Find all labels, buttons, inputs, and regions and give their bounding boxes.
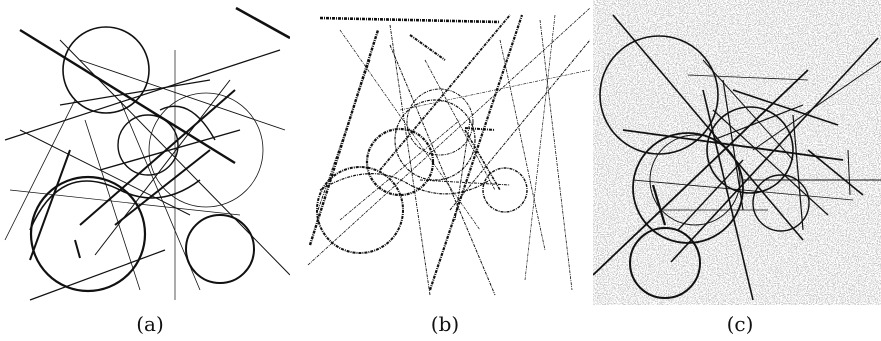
line-b9 (449, 39, 590, 211)
line-a12 (59, 79, 211, 106)
line-b10 (539, 19, 573, 291)
line-b2 (308, 29, 380, 246)
circle-a5 (185, 214, 255, 284)
circle-c4 (706, 106, 794, 194)
circle-b1 (394, 99, 476, 181)
line-c9 (687, 74, 809, 81)
line-c14 (677, 159, 744, 231)
line-c8 (632, 179, 854, 201)
line-b6 (389, 44, 496, 296)
circle-a4 (29, 175, 147, 293)
panel-c-canvas (593, 0, 881, 305)
caption-c: (c) (726, 312, 754, 336)
panel-a-canvas (4, 6, 290, 301)
line-a13 (19, 129, 191, 216)
line-c16 (752, 60, 881, 151)
panel-b-canvas (307, 7, 590, 296)
line-c13 (807, 149, 864, 196)
line-a9 (79, 89, 236, 226)
line-b21 (464, 127, 496, 131)
line-a15 (84, 119, 141, 291)
line-a10 (94, 79, 231, 256)
circle-c5 (752, 174, 810, 232)
line-a4 (29, 249, 166, 301)
circle-c1 (599, 35, 719, 155)
line-a1 (19, 28, 236, 165)
line-c11 (712, 104, 804, 141)
line-a18 (74, 239, 81, 259)
line-b4 (317, 59, 371, 211)
line-c17 (792, 114, 804, 231)
panel-c-noisy-shapes (593, 0, 881, 305)
line-a8 (29, 149, 71, 261)
line-c1 (612, 14, 804, 241)
arc-b1 (319, 173, 491, 195)
line-c6 (732, 89, 839, 126)
circle-c6 (649, 134, 741, 226)
line-a3 (4, 49, 281, 141)
line-a7 (4, 99, 76, 241)
line-b3 (307, 7, 590, 266)
line-b8 (379, 14, 511, 171)
circle-c3 (629, 227, 701, 299)
line-c18 (847, 149, 851, 196)
line-b18 (399, 69, 590, 111)
circle-b4 (482, 167, 528, 213)
circle-a2 (148, 92, 264, 208)
line-a2 (235, 6, 290, 40)
line-b16 (454, 119, 471, 221)
panel-b-distorted-shapes (300, 0, 590, 305)
line-b15 (339, 29, 481, 231)
line-a11 (114, 149, 211, 226)
line-b14 (389, 24, 431, 296)
line-c2 (593, 69, 809, 276)
line-a6 (79, 59, 286, 131)
line-a14 (119, 99, 201, 291)
circle-a3 (117, 114, 179, 176)
line-c15 (651, 184, 667, 226)
line-b7 (428, 14, 524, 291)
line-b5 (409, 34, 446, 61)
circle-b2 (365, 127, 435, 197)
panel-a-clean-shapes (0, 0, 290, 305)
line-b11 (524, 14, 556, 281)
line-c19 (712, 109, 829, 216)
arc-a2 (159, 105, 216, 141)
line-b19 (464, 129, 501, 191)
line-c5 (702, 89, 754, 301)
line-b1 (319, 16, 501, 24)
line-c10 (702, 59, 794, 161)
line-b13 (424, 59, 496, 191)
line-a19 (9, 189, 241, 216)
line-b12 (499, 39, 546, 251)
caption-a: (a) (136, 312, 164, 336)
caption-b: (b) (430, 312, 460, 336)
noise-texture (593, 0, 881, 305)
circle-a1 (62, 26, 150, 114)
line-c7 (722, 79, 744, 211)
circle-b3 (316, 166, 404, 254)
line-a17 (99, 129, 241, 171)
line-b20 (339, 119, 461, 221)
circle-b5 (406, 88, 474, 156)
